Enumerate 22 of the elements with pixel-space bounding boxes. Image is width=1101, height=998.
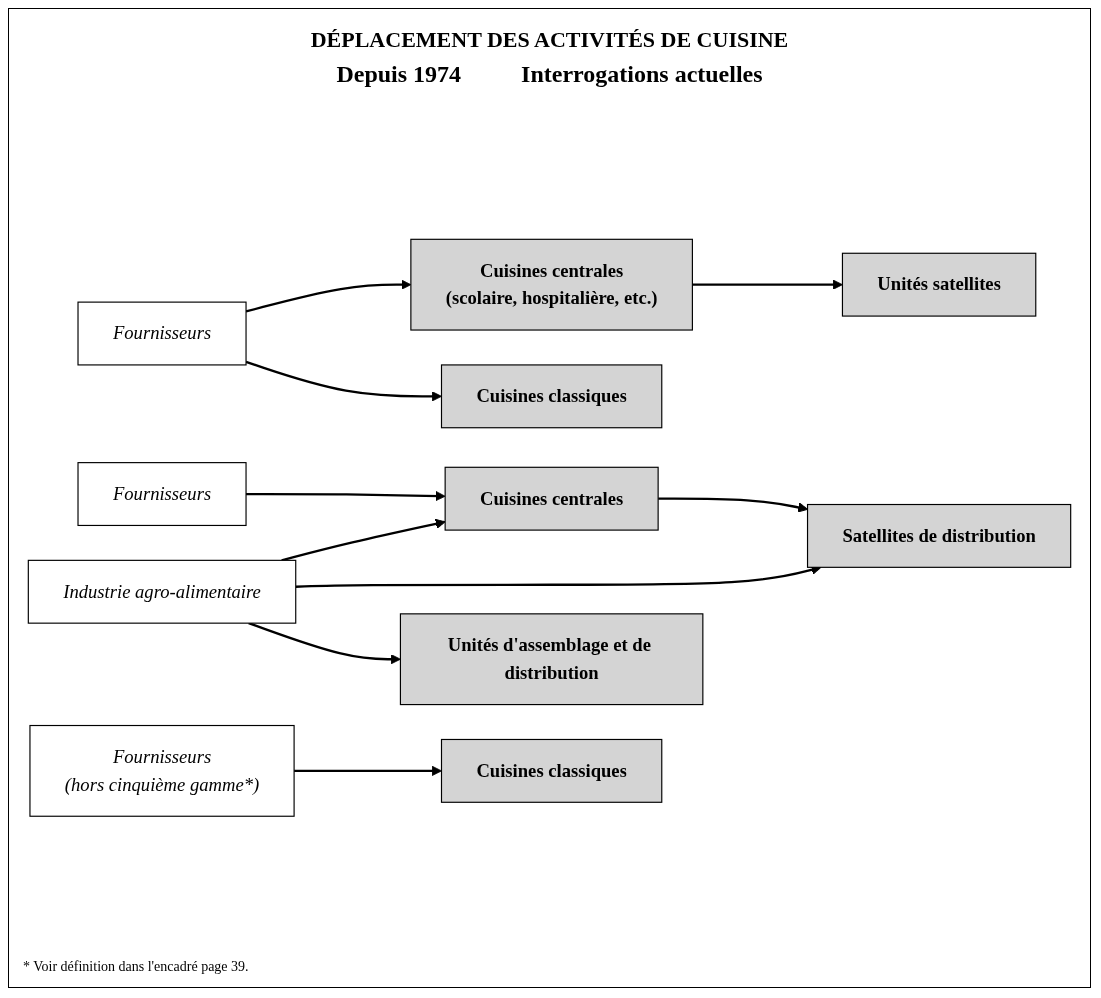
diagram-title: DÉPLACEMENT DES ACTIVITÉS DE CUISINE [309,27,790,53]
arrow [692,279,843,290]
node-box: Cuisines centrales [444,466,659,531]
node-box: Cuisines classiques [440,364,663,429]
node-box: Cuisines classiques [440,739,663,804]
arrow [281,519,446,562]
section-heading: Interrogations actuelles [521,61,763,88]
node-box: Unités satellites [841,252,1037,317]
arrow [245,361,442,402]
section-heading: Depuis 1974 [336,61,462,88]
node-box: Cuisines centrales (scolaire, hospitalière, etc.) [410,238,693,331]
arrow [246,491,446,502]
node-box: Unités d'assemblage et de distribution [399,613,704,706]
arrow [248,622,401,665]
footnote: * Voir définition dans l'encadré page 39. [23,959,249,975]
node-box: Fournisseurs (hors cinquième gamme*) [29,725,295,818]
node-box: Satellites de distribution [806,504,1072,569]
node-box: Fournisseurs [77,301,247,366]
node-box: Fournisseurs [77,462,247,527]
arrow [294,766,442,777]
arrow [658,497,808,513]
node-box: Industrie agro-alimentaire [27,559,297,624]
